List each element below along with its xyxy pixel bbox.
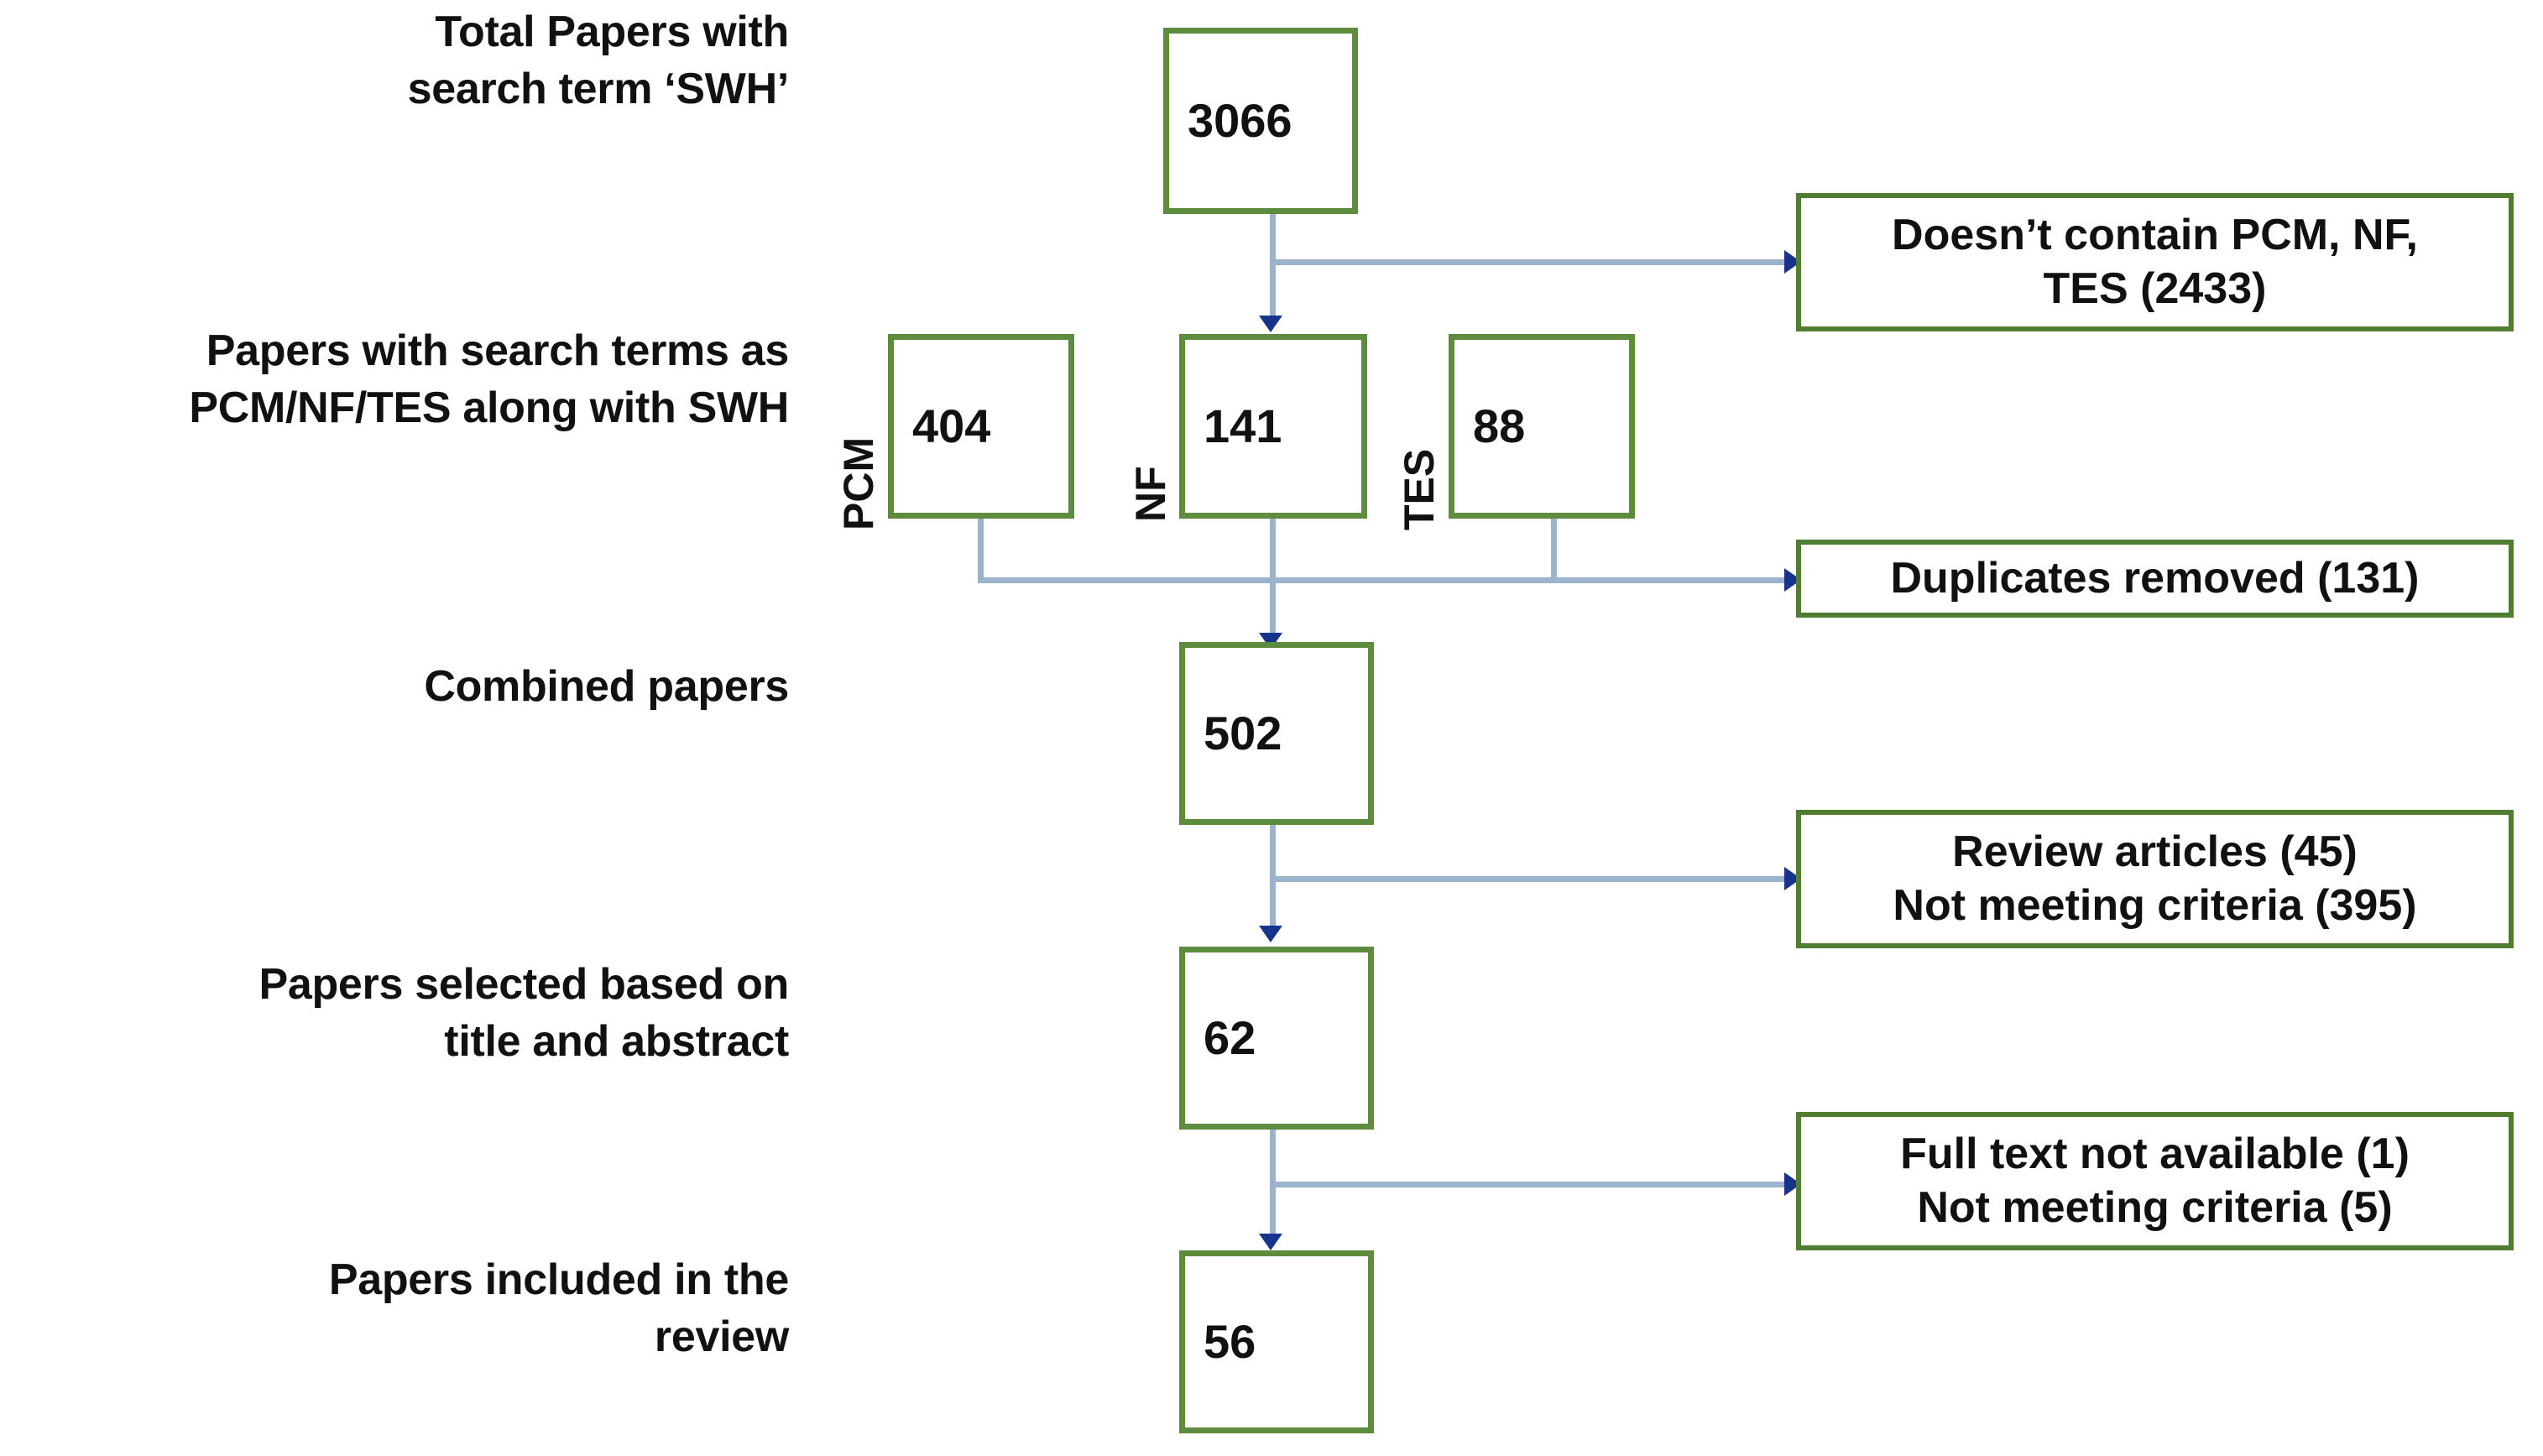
- count-box-included: 56: [1179, 1250, 1374, 1433]
- count-box-total-papers: 3066: [1163, 28, 1358, 214]
- connector-tes-down: [1551, 515, 1557, 582]
- stage-label-total-papers-line1: Total Papers with: [435, 8, 789, 56]
- count-value-title-abstract: 62: [1204, 1011, 1256, 1064]
- arrow-total-to-nf: [1259, 316, 1282, 332]
- stage-label-combined-line1: Combined papers: [424, 662, 789, 711]
- side-caption-pcm: PCM: [835, 436, 882, 530]
- exclusion-fulltext-criteria-line1: Full text not available (1): [1900, 1130, 2410, 1179]
- connector-pcm-down: [978, 515, 984, 582]
- count-value-included: 56: [1204, 1315, 1256, 1368]
- stage-label-combined: Combined papers: [101, 659, 789, 716]
- side-caption-tes-text: TES: [1396, 448, 1443, 530]
- count-value-pcm: 404: [912, 399, 991, 452]
- connector-combined-to-exclusion-horizontal: [1270, 876, 1790, 882]
- count-box-combined: 502: [1179, 642, 1374, 825]
- exclusion-box-not-contain: Doesn’t contain PCM, NF, TES (2433): [1796, 193, 2514, 331]
- connector-total-to-exclusion-horizontal: [1270, 259, 1790, 265]
- count-value-tes: 88: [1473, 399, 1526, 452]
- exclusion-review-criteria-line2: Not meeting criteria (395): [1893, 880, 2417, 930]
- stage-label-search-terms-line2: PCM/NF/TES along with SWH: [189, 383, 789, 432]
- connector-nf-down: [1270, 515, 1276, 639]
- side-caption-nf: NF: [1127, 466, 1174, 522]
- exclusion-not-contain-line2: TES (2433): [2043, 264, 2267, 313]
- exclusion-box-review-criteria: Review articles (45) Not meeting criteri…: [1796, 810, 2514, 948]
- exclusion-box-fulltext-criteria: Full text not available (1) Not meeting …: [1796, 1112, 2514, 1250]
- exclusion-not-contain-line1: Doesn’t contain PCM, NF,: [1892, 211, 2418, 260]
- count-box-tes: 88: [1449, 334, 1635, 519]
- stage-label-search-terms: Papers with search terms as PCM/NF/TES a…: [34, 323, 789, 436]
- exclusion-fulltext-criteria-line2: Not meeting criteria (5): [1917, 1182, 2393, 1232]
- count-value-nf: 141: [1204, 399, 1282, 452]
- count-box-pcm: 404: [888, 334, 1074, 519]
- count-box-title-abstract: 62: [1179, 947, 1374, 1130]
- count-value-combined: 502: [1204, 707, 1282, 759]
- side-caption-nf-text: NF: [1127, 466, 1174, 522]
- exclusion-box-duplicates: Duplicates removed (131): [1796, 540, 2514, 618]
- stage-label-total-papers-line2: search term ‘SWH’: [407, 64, 790, 113]
- count-box-nf: 141: [1179, 334, 1367, 519]
- stage-label-included-line2: review: [654, 1312, 789, 1361]
- arrow-combined-to-selected: [1259, 926, 1282, 942]
- count-value-total-papers: 3066: [1188, 94, 1292, 147]
- stage-label-included-line1: Papers included in the: [328, 1255, 789, 1304]
- stage-label-search-terms-line1: Papers with search terms as: [206, 326, 790, 375]
- exclusion-duplicates-line1: Duplicates removed (131): [1890, 553, 2420, 603]
- stage-label-total-papers: Total Papers with search term ‘SWH’: [101, 4, 790, 117]
- stage-label-title-abstract-line1: Papers selected based on: [258, 960, 789, 1009]
- stage-label-title-abstract-line2: title and abstract: [444, 1016, 789, 1066]
- side-caption-tes: TES: [1396, 448, 1443, 530]
- stage-label-included: Papers included in the review: [101, 1252, 789, 1365]
- stage-label-title-abstract: Papers selected based on title and abstr…: [101, 957, 789, 1070]
- arrow-selected-to-included: [1259, 1234, 1282, 1250]
- exclusion-review-criteria-line1: Review articles (45): [1952, 827, 2358, 877]
- side-caption-pcm-text: PCM: [835, 436, 882, 530]
- connector-duplicates-bus: [978, 577, 1790, 583]
- connector-total-to-nf-vertical: [1270, 212, 1276, 321]
- connector-selected-to-exclusion-horizontal: [1270, 1182, 1790, 1187]
